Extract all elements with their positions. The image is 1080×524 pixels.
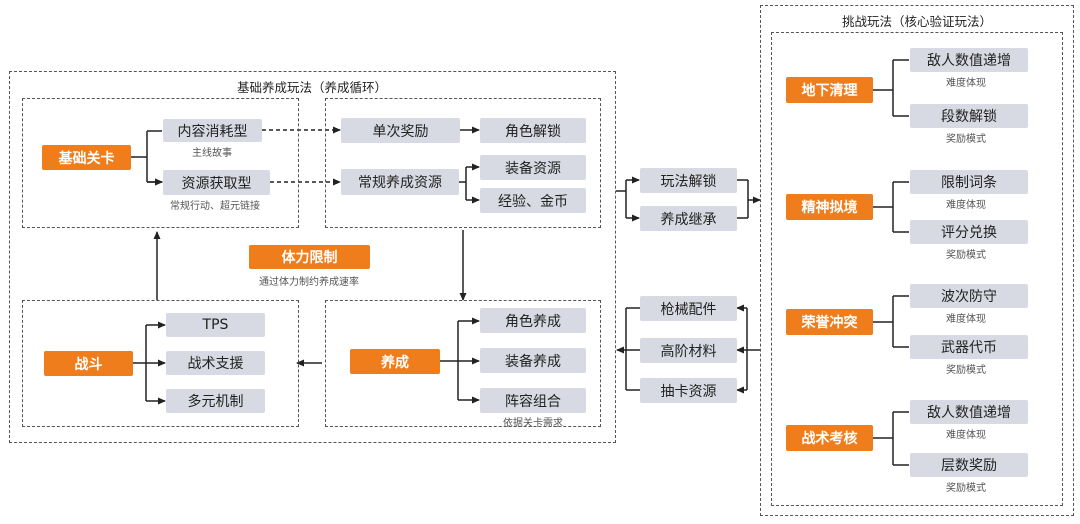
mode1-difficulty-note: 难度体现 bbox=[946, 78, 986, 89]
lineup-note: 依据关卡需求 bbox=[503, 418, 563, 429]
mode2-reward-node: 评分兑换 bbox=[910, 220, 1028, 244]
advanced-material-node: 高阶材料 bbox=[640, 338, 737, 363]
nurture-node: 养成 bbox=[350, 349, 440, 374]
basic-loop-frame bbox=[9, 71, 616, 443]
nurture-frame bbox=[325, 300, 601, 427]
role-unlock-node: 角色解锁 bbox=[480, 118, 586, 143]
mode-honor-conflict: 荣誉冲突 bbox=[786, 309, 873, 335]
mode1-difficulty-node: 敌人数值递增 bbox=[910, 48, 1028, 72]
mode2-reward-note: 奖励模式 bbox=[946, 250, 986, 261]
regular-resource-node: 常规养成资源 bbox=[341, 169, 459, 195]
resource-acquire-node: 资源获取型 bbox=[163, 170, 270, 195]
mode2-difficulty-note: 难度体现 bbox=[946, 200, 986, 211]
content-consume-node: 内容消耗型 bbox=[163, 119, 262, 142]
mode2-difficulty-node: 限制词条 bbox=[910, 170, 1028, 194]
mode1-reward-note: 奖励模式 bbox=[946, 134, 986, 145]
battle-node: 战斗 bbox=[44, 351, 133, 376]
challenge-title: 挑战玩法（核心验证玩法） bbox=[841, 14, 993, 29]
battle-frame bbox=[22, 300, 299, 427]
basic-level-node: 基础关卡 bbox=[42, 145, 131, 170]
challenge-frame bbox=[760, 5, 1074, 516]
mode-mental-realm: 精神拟境 bbox=[786, 194, 873, 220]
mode4-reward-note: 奖励模式 bbox=[946, 483, 986, 494]
tactic-support-node: 战术支援 bbox=[166, 351, 265, 375]
lineup-node: 阵容组合 bbox=[480, 388, 586, 413]
mode4-reward-node: 层数奖励 bbox=[910, 453, 1028, 477]
gacha-resource-node: 抽卡资源 bbox=[640, 378, 737, 403]
resource-frame bbox=[325, 98, 601, 228]
stamina-note: 通过体力制约养成速率 bbox=[259, 277, 359, 288]
mode3-reward-note: 奖励模式 bbox=[946, 365, 986, 376]
content-consume-note: 主线故事 bbox=[192, 148, 232, 159]
basic-level-frame bbox=[22, 98, 299, 228]
mode3-reward-node: 武器代币 bbox=[910, 335, 1028, 359]
equip-resource-node: 装备资源 bbox=[480, 155, 586, 180]
challenge-inner-frame bbox=[771, 32, 1063, 506]
mode3-difficulty-note: 难度体现 bbox=[946, 314, 986, 325]
play-unlock-node: 玩法解锁 bbox=[640, 168, 737, 193]
gun-parts-node: 枪械配件 bbox=[640, 296, 737, 321]
stamina-node: 体力限制 bbox=[249, 245, 370, 269]
nurture-inherit-node: 养成继承 bbox=[640, 206, 737, 231]
basic-title: 基础养成玩法（养成循环） bbox=[236, 80, 388, 95]
mode3-difficulty-node: 波次防守 bbox=[910, 284, 1028, 308]
single-reward-node: 单次奖励 bbox=[341, 118, 460, 143]
mode-tactical-exam: 战术考核 bbox=[786, 425, 873, 451]
equip-nurture-node: 装备养成 bbox=[480, 348, 586, 373]
mode-underground-clear: 地下清理 bbox=[786, 77, 873, 103]
resource-acquire-note: 常规行动、超元链接 bbox=[170, 201, 260, 212]
mode4-difficulty-note: 难度体现 bbox=[946, 430, 986, 441]
multi-mechanism-node: 多元机制 bbox=[166, 389, 265, 413]
role-nurture-node: 角色养成 bbox=[480, 308, 586, 333]
exp-gold-node: 经验、金币 bbox=[480, 188, 586, 213]
mode4-difficulty-node: 敌人数值递增 bbox=[910, 400, 1028, 424]
mode1-reward-node: 段数解锁 bbox=[910, 104, 1028, 128]
tps-node: TPS bbox=[166, 313, 265, 337]
